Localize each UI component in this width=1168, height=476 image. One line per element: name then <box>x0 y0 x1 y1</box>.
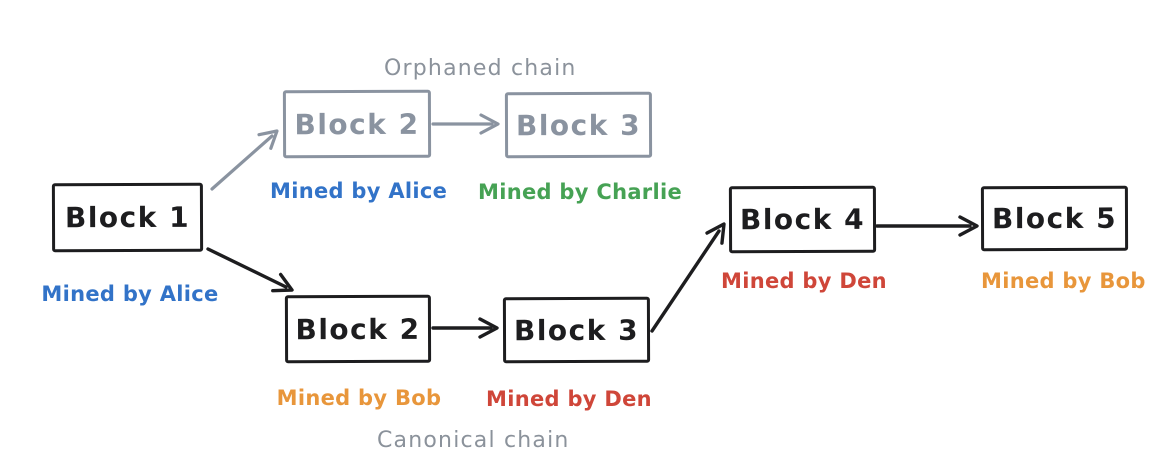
canonical-block-3: Block 3 <box>502 296 651 364</box>
arrow-block1-to-canonical-block2 <box>206 247 294 293</box>
orphaned-chain-title: Orphaned chain <box>384 56 577 81</box>
orphaned-block-2: Block 2 <box>282 89 432 159</box>
canonical-block-3-miner-label: Mined by Den <box>486 387 652 411</box>
orphaned-block-3: Block 3 <box>504 91 653 159</box>
block-4: Block 4 <box>728 185 877 254</box>
canonical-block-2: Block 2 <box>284 294 432 364</box>
arrow-block4-to-block5 <box>875 215 979 237</box>
block-1: Block 1 <box>51 182 204 253</box>
block-1-miner-label: Mined by Alice <box>41 282 219 306</box>
canonical-chain-title: Canonical chain <box>377 428 570 453</box>
block-5-miner-label: Mined by Bob <box>981 269 1146 293</box>
arrow-canonical-block2-to-block3 <box>431 317 499 339</box>
canonical-block-2-miner-label: Mined by Bob <box>276 386 442 410</box>
block-5: Block 5 <box>980 185 1129 252</box>
arrow-orphaned-block2-to-block3 <box>431 113 500 135</box>
arrow-block3-to-block4 <box>650 222 726 333</box>
orphaned-block-2-miner-label: Mined by Alice <box>270 179 448 203</box>
block-4-miner-label: Mined by Den <box>721 269 887 293</box>
orphaned-block-3-miner-label: Mined by Charlie <box>478 180 682 204</box>
